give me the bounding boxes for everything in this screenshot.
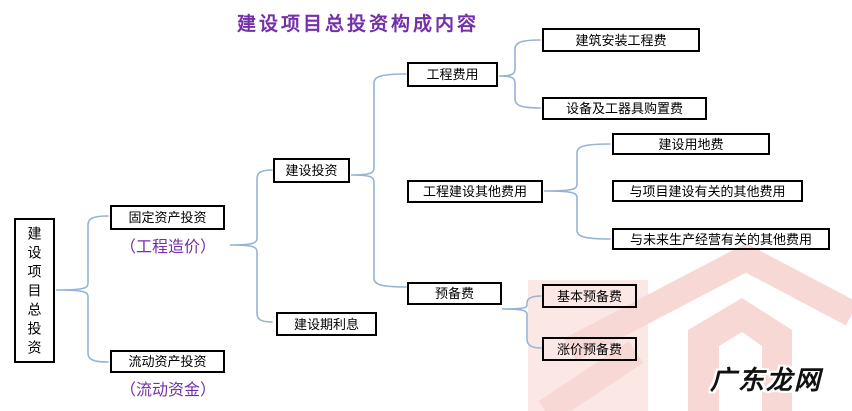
node-basic-reserve-fee: 基本预备费 [542, 284, 637, 308]
node-equipment-tools-purchase-fee: 设备及工器具购置费 [542, 97, 707, 120]
brace-root [55, 215, 109, 363]
watermark-roof-band [563, 243, 852, 362]
brace-construction-investment [350, 73, 407, 288]
brace-reserve-fund [501, 295, 542, 349]
node-total-investment: 建设项目总投资 [14, 218, 55, 363]
node-current-asset-investment: 流动资产投资 [110, 350, 225, 373]
note-project-cost: （工程造价） [119, 239, 216, 256]
node-project-related-other-fee: 与项目建设有关的其他费用 [612, 180, 803, 202]
brace-other-costs [543, 143, 611, 240]
node-construction-installation-fee: 建筑安装工程费 [542, 28, 700, 52]
node-future-production-other-fee: 与未来生产经营有关的其他费用 [612, 228, 830, 250]
watermark-left-eave [538, 341, 644, 411]
brace-engineering-cost [498, 39, 541, 109]
watermark-text: 广东龙网 [710, 365, 823, 395]
page-title: 建设项目总投资构成内容 [237, 14, 480, 35]
node-land-use-fee: 建设用地费 [612, 133, 770, 155]
node-construction-period-interest: 建设期利息 [276, 312, 377, 336]
node-reserve-fund: 预备费 [407, 282, 502, 305]
brace-fixed-assets [229, 169, 273, 323]
node-price-increase-reserve-fee: 涨价预备费 [542, 337, 637, 361]
node-engineering-cost: 工程费用 [407, 62, 498, 87]
node-construction-investment: 建设投资 [273, 158, 350, 183]
node-other-construction-costs: 工程建设其他费用 [407, 180, 543, 203]
node-fixed-asset-investment: 固定资产投资 [110, 205, 225, 230]
watermark-arch [688, 298, 792, 411]
note-working-capital: （流动资金） [119, 382, 216, 399]
